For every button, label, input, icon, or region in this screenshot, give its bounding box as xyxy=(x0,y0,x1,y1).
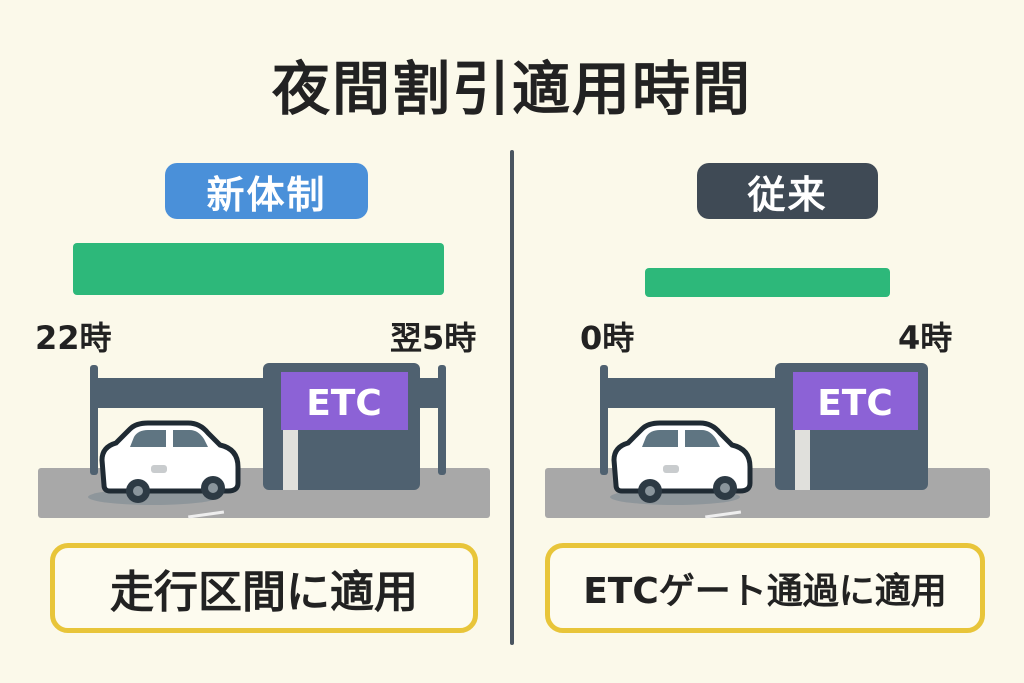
new-system-badge: 新体制 xyxy=(165,163,368,219)
etc-sign xyxy=(793,372,918,430)
time-range-bar xyxy=(645,268,890,297)
time-range-bar xyxy=(73,243,444,295)
etc-gate-scene: ETC xyxy=(545,363,990,519)
etc-sign xyxy=(281,372,408,430)
etc-sign-text: ETC xyxy=(306,383,382,424)
end-time-label: 4時 xyxy=(898,319,953,357)
divider xyxy=(510,150,514,645)
page-title: 夜間割引適用時間 xyxy=(271,55,752,123)
caption-box: 走行区間に適用 xyxy=(50,543,478,633)
start-time-label: 0時 xyxy=(580,319,635,357)
caption-box: ETCゲート通過に適用 xyxy=(545,543,985,633)
car-icon xyxy=(88,420,241,505)
gantry-beam xyxy=(605,378,785,408)
etc-sign-text: ETC xyxy=(817,383,893,424)
etc-gate-scene: ETC xyxy=(38,363,490,519)
start-time-label: 22時 xyxy=(35,319,112,357)
car-icon xyxy=(610,420,753,505)
end-time-label: 翌5時 xyxy=(390,319,477,357)
conventional-badge: 従来 xyxy=(697,163,878,219)
